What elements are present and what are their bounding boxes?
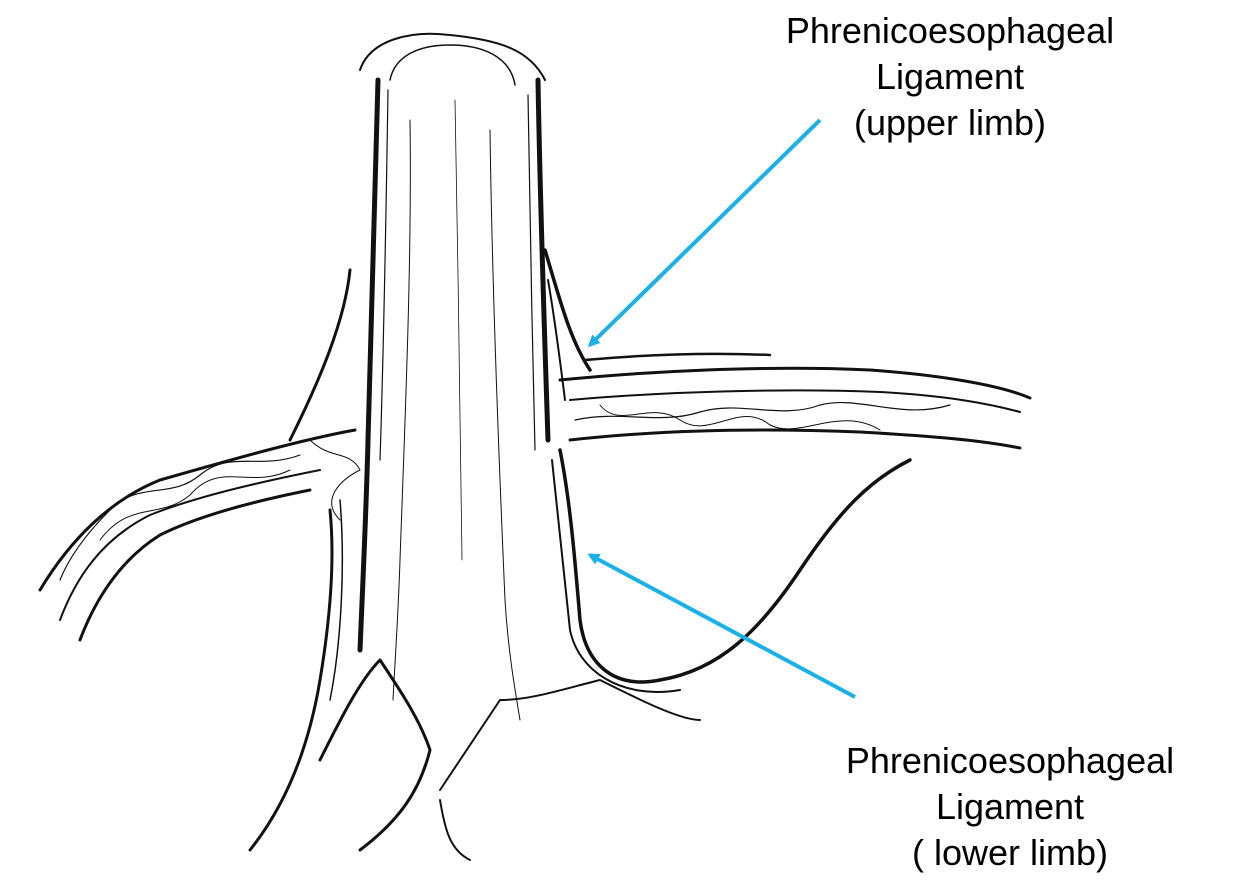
label-upper-line1: Phrenicoesophageal [740,8,1160,54]
arrow-upper [590,120,820,345]
label-upper-limb: Phrenicoesophageal Ligament (upper limb) [740,8,1160,146]
diaphragm-right [560,354,1030,448]
label-upper-line2: Ligament [740,54,1160,100]
label-lower-line2: Ligament [800,784,1220,830]
arrow-lower [590,555,855,697]
label-lower-limb: Phrenicoesophageal Ligament ( lower limb… [800,738,1220,876]
esophagus [320,34,700,860]
label-lower-line1: Phrenicoesophageal [800,738,1220,784]
label-lower-line3: ( lower limb) [800,830,1220,876]
label-upper-line3: (upper limb) [740,100,1160,146]
diaphragm-left [40,430,355,640]
